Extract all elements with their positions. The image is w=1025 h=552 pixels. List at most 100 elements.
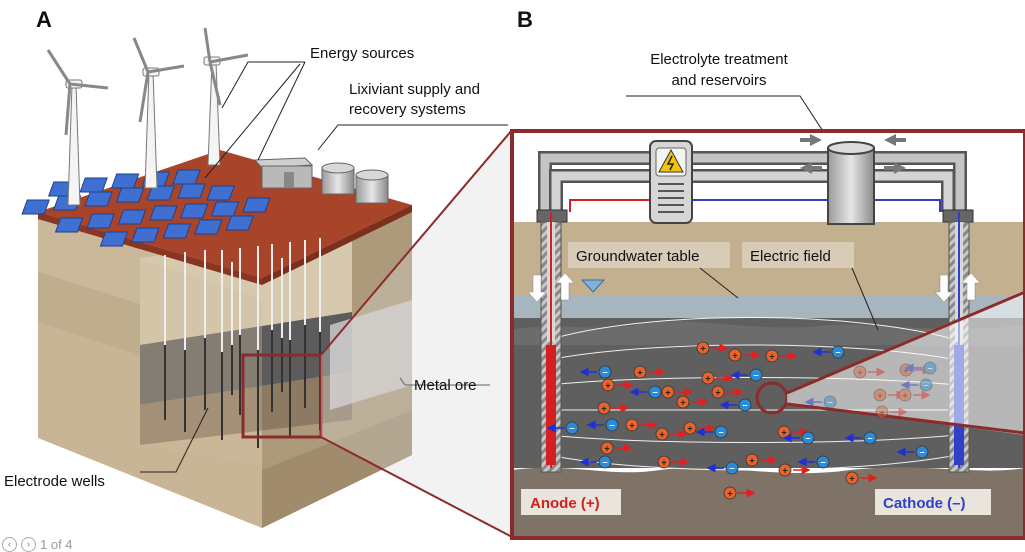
panel-a-letter: A [36,7,52,32]
svg-text:+: + [782,466,787,476]
cation: + [633,365,666,379]
svg-text:+: + [637,368,642,378]
tank-outflow-arrow-1 [800,162,822,174]
svg-text:+: + [749,456,754,466]
anode-label: Anode (+) [530,495,600,512]
solar-panel-array [21,169,271,247]
svg-text:−: − [919,448,924,458]
cathode-label: Cathode (–) [883,495,966,512]
recovery-tanks [321,162,389,204]
cathode-callout: Cathode (–) [875,489,991,515]
svg-text:+: + [659,430,664,440]
anion: − [695,425,728,439]
anion: − [797,455,830,469]
anion: − [546,421,579,435]
tank-inflow-arrow-2 [884,134,906,146]
cation: + [683,421,716,435]
cation: + [765,349,798,363]
anion: − [629,385,662,399]
svg-text:+: + [769,352,774,362]
ion-group: ++++++++++++++++++++−−−−−−−−−−−−−− [546,341,929,500]
svg-text:+: + [727,489,732,499]
cation: + [745,453,778,467]
panel-b-letter: B [517,7,533,32]
electrolyte-label-line1: Electrolyte treatment [650,51,788,68]
svg-text:+: + [849,474,854,484]
electrolyte-leader-line [626,95,833,146]
power-supply-unit [649,140,693,224]
cation: + [701,371,734,385]
cation: + [657,455,690,469]
svg-text:+: + [857,368,862,378]
svg-text:+: + [687,424,692,434]
cation: + [711,385,744,399]
magnified-anion: − [804,395,837,409]
svg-text:−: − [718,428,723,438]
bedrock-layer [512,467,1025,538]
groundwater-table-label: Groundwater table [576,248,699,265]
next-image-button[interactable]: › [21,537,36,552]
magnified-cation: + [898,388,931,402]
electrolyte-label-line2: and reservoirs [671,72,766,89]
magnified-area [787,290,1025,435]
electrolyte-pipes [538,151,967,212]
svg-text:−: − [867,434,872,444]
svg-text:−: − [827,398,832,408]
svg-text:−: − [602,458,607,468]
electric-field-callout: Electric field [742,242,879,331]
tank-inflow-arrow-1 [800,134,822,146]
groundwater-table-marker [580,279,606,293]
wind-turbines [46,27,249,206]
svg-text:−: − [729,464,734,474]
magnified-anion: − [904,361,937,375]
svg-text:−: − [602,368,607,378]
wind-turbine-1 [46,49,109,206]
svg-text:+: + [665,388,670,398]
zoom-connector [321,130,512,537]
electrolyte-tank [800,134,906,225]
cation: + [625,418,658,432]
svg-text:−: − [609,421,614,431]
svg-text:+: + [601,404,606,414]
svg-text:+: + [781,428,786,438]
svg-text:+: + [629,421,634,431]
anion: − [579,455,612,469]
svg-text:+: + [879,408,884,418]
svg-text:−: − [835,348,840,358]
magnified-ion-group: +++++−−− [804,361,937,419]
svg-text:+: + [903,366,908,376]
cation: + [728,348,761,362]
svg-text:−: − [927,364,932,374]
metal-ore-label: Metal ore [414,377,477,394]
svg-text:−: − [820,458,825,468]
high-voltage-warning-icon [658,148,684,173]
cation: + [597,401,630,415]
svg-text:−: − [742,401,747,411]
anode-electrode [546,345,556,465]
anion: − [896,445,929,459]
well-flow-arrows [527,272,981,303]
previous-image-button[interactable]: ‹ [2,537,17,552]
svg-text:+: + [661,458,666,468]
anion: − [586,418,619,432]
cation: + [676,395,709,409]
zoom-region-marker [241,353,323,439]
cation: + [845,471,878,485]
cation: + [661,385,694,399]
magnified-anion: − [900,378,933,392]
cation: + [778,463,811,477]
lixiviant-label-line2: recovery systems [349,101,466,118]
cation: + [601,378,634,392]
svg-text:−: − [923,381,928,391]
svg-text:+: + [705,374,710,384]
cation: + [696,341,729,355]
svg-text:−: − [652,388,657,398]
svg-text:+: + [715,388,720,398]
svg-text:+: + [700,344,705,354]
anion: − [706,461,739,475]
cation: + [655,427,688,441]
svg-text:+: + [732,351,737,361]
magnified-cation: + [873,388,906,402]
svg-text:+: + [604,444,609,454]
panel-a-leader-lines [140,61,508,473]
